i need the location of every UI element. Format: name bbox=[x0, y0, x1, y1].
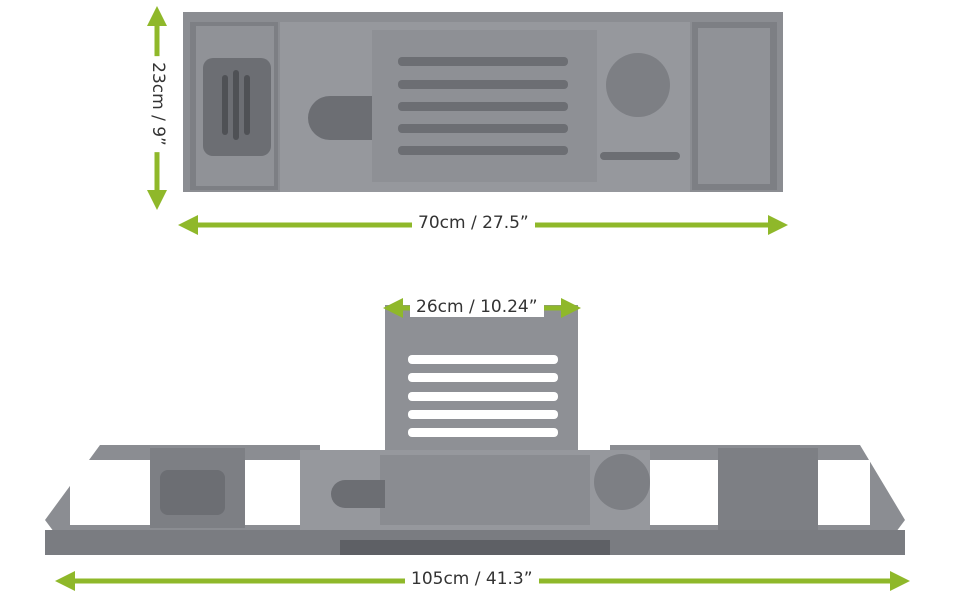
stand-width-label: 26cm / 10.24” bbox=[410, 297, 544, 317]
height-label: 23cm / 9” bbox=[147, 56, 168, 152]
extended-view-tray bbox=[45, 305, 905, 555]
extended-width-label: 105cm / 41.3” bbox=[405, 569, 539, 589]
width-label: 70cm / 27.5” bbox=[412, 213, 535, 233]
top-view-tray bbox=[183, 12, 783, 192]
